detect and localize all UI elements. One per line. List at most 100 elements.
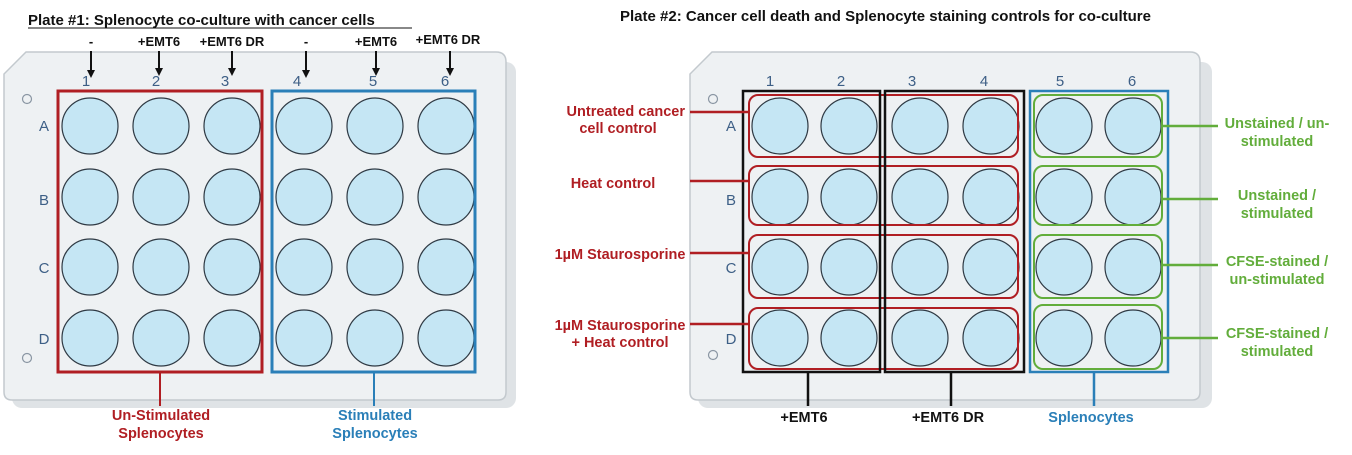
plate-2-well-b3 bbox=[891, 168, 949, 226]
plate-1-col-number: 6 bbox=[441, 73, 449, 90]
plate-1-col-number: 4 bbox=[293, 73, 301, 90]
plate-2-well-c5 bbox=[1035, 238, 1093, 296]
plate-1-condition-label: +EMT6 DR bbox=[416, 32, 481, 47]
plate-2-well-b1 bbox=[751, 168, 809, 226]
row-control-box-a bbox=[748, 94, 1019, 158]
plate-1-col-number: 1 bbox=[82, 73, 90, 90]
plate-1-row-letter: C bbox=[39, 260, 50, 277]
plate-1-well-a2 bbox=[132, 97, 190, 155]
plate-1-well-d2 bbox=[132, 309, 190, 367]
plate-1-well-d5 bbox=[346, 309, 404, 367]
plate-1-well-d4 bbox=[275, 309, 333, 367]
stimulated-label-line2: Splenocytes bbox=[332, 426, 417, 442]
row-control-label-a-line1: Untreated cancer bbox=[567, 104, 686, 120]
plate-1-row-letter: B bbox=[39, 192, 49, 209]
plate-1-well-c1 bbox=[61, 238, 119, 296]
row-control-box-b bbox=[748, 165, 1019, 226]
plate-2: Plate #2: Cancer cell death and Splenocy… bbox=[555, 8, 1330, 426]
plate-1-well-c4 bbox=[275, 238, 333, 296]
unstimulated-label-line2: Splenocytes bbox=[118, 426, 203, 442]
plate-2-well-d4 bbox=[962, 309, 1020, 367]
plate-2-row-letter: D bbox=[726, 331, 737, 348]
plate-1-well-b6 bbox=[417, 168, 475, 226]
plate-2-row-letter: A bbox=[726, 118, 736, 135]
plate-2-well-c4 bbox=[962, 238, 1020, 296]
plate-1-condition-label: +EMT6 bbox=[355, 34, 397, 49]
plate-1-corner-mark bbox=[21, 352, 33, 364]
plate-1: Plate #1: Splenocyte co-culture with can… bbox=[3, 12, 516, 442]
plate-2-title: Plate #2: Cancer cell death and Splenocy… bbox=[620, 8, 1151, 25]
plate-2-corner-mark bbox=[707, 93, 719, 105]
plate-2-col-number: 1 bbox=[766, 73, 774, 90]
row-control-label-d-line2: + Heat control bbox=[571, 335, 668, 351]
plate-1-wells bbox=[61, 97, 475, 367]
plate-1-col-number: 2 bbox=[152, 73, 160, 90]
row-control-label-b: Heat control bbox=[571, 176, 656, 192]
plate-1-well-c5 bbox=[346, 238, 404, 296]
plate-2-well-a2 bbox=[820, 97, 878, 155]
plate-1-condition-label: - bbox=[304, 34, 308, 49]
splenocytes-label: Splenocytes bbox=[1048, 410, 1133, 426]
plate-2-well-c2 bbox=[820, 238, 878, 296]
row-control-box-c bbox=[748, 234, 1019, 299]
plate-1-row-letter: D bbox=[39, 331, 50, 348]
splenocyte-control-box-c bbox=[1033, 234, 1163, 299]
plate-1-well-a4 bbox=[275, 97, 333, 155]
splenocyte-control-label-a-line1: Unstained / un- bbox=[1225, 116, 1330, 132]
plate-1-well-d3 bbox=[203, 309, 261, 367]
plate-2-well-d5 bbox=[1035, 309, 1093, 367]
plate-1-well-a3 bbox=[203, 97, 261, 155]
emt6-dr-label: +EMT6 DR bbox=[912, 410, 985, 426]
plate-2-row-letter: B bbox=[726, 192, 736, 209]
plate-2-col-number: 5 bbox=[1056, 73, 1064, 90]
plate-1-well-b3 bbox=[203, 168, 261, 226]
plate-1-well-b5 bbox=[346, 168, 404, 226]
plate-2-well-a1 bbox=[751, 97, 809, 155]
row-control-label-d-line1: 1µM Staurosporine bbox=[555, 318, 686, 334]
plate-1-condition-label: +EMT6 bbox=[138, 34, 180, 49]
emt6-column-box bbox=[741, 89, 882, 374]
plate-1-condition-label: - bbox=[89, 34, 93, 49]
plate-2-wells bbox=[751, 97, 1162, 367]
row-control-label-c: 1µM Staurosporine bbox=[555, 247, 686, 263]
plate-1-condition-label: +EMT6 DR bbox=[200, 34, 265, 49]
plate-2-well-c6 bbox=[1104, 238, 1162, 296]
plate-2-col-number: 2 bbox=[837, 73, 845, 90]
stimulated-label-line1: Stimulated bbox=[338, 408, 412, 424]
row-control-box-d bbox=[748, 307, 1019, 370]
plate-1-row-letter: A bbox=[39, 118, 49, 135]
splenocyte-control-label-a-line2: stimulated bbox=[1241, 134, 1314, 150]
plate-1-well-d1 bbox=[61, 309, 119, 367]
splenocyte-control-label-c-line1: CFSE-stained / bbox=[1226, 254, 1328, 270]
plate-1-well-a5 bbox=[346, 97, 404, 155]
plate-2-well-a5 bbox=[1035, 97, 1093, 155]
plate-1-well-a1 bbox=[61, 97, 119, 155]
plate-1-well-b1 bbox=[61, 168, 119, 226]
plate-1-well-c2 bbox=[132, 238, 190, 296]
plate-1-col-number: 3 bbox=[221, 73, 229, 90]
splenocytes-column-box bbox=[1028, 89, 1170, 374]
plate-2-well-a3 bbox=[891, 97, 949, 155]
plate-1-title: Plate #1: Splenocyte co-culture with can… bbox=[28, 12, 375, 29]
splenocyte-control-label-d-line1: CFSE-stained / bbox=[1226, 326, 1328, 342]
plate-2-corner-mark bbox=[707, 349, 719, 361]
plate-2-well-d6 bbox=[1104, 309, 1162, 367]
emt6-label: +EMT6 bbox=[780, 410, 827, 426]
plate-2-well-a6 bbox=[1104, 97, 1162, 155]
plate-2-col-number: 4 bbox=[980, 73, 988, 90]
plate-1-well-d6 bbox=[417, 309, 475, 367]
plate-2-col-number: 3 bbox=[908, 73, 916, 90]
unstimulated-label-line1: Un-Stimulated bbox=[112, 408, 210, 424]
plate-1-well-a6 bbox=[417, 97, 475, 155]
plate-2-well-c3 bbox=[891, 238, 949, 296]
plate-2-well-b6 bbox=[1104, 168, 1162, 226]
plate-2-col-number: 6 bbox=[1128, 73, 1136, 90]
plate-2-well-d1 bbox=[751, 309, 809, 367]
row-control-label-a-line2: cell control bbox=[579, 121, 656, 137]
plate-1-well-c6 bbox=[417, 238, 475, 296]
plate-2-well-d2 bbox=[820, 309, 878, 367]
splenocyte-control-box-b bbox=[1033, 165, 1163, 226]
plate-1-well-b4 bbox=[275, 168, 333, 226]
plate-1-well-b2 bbox=[132, 168, 190, 226]
